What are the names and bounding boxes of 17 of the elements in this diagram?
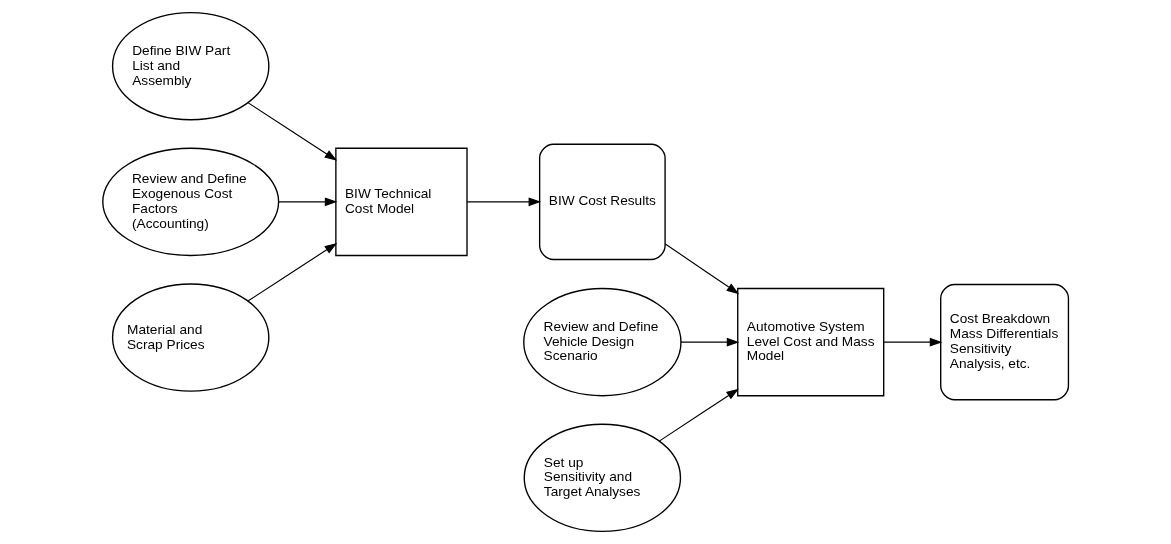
- arrow: [247, 242, 338, 302]
- arrow: [466, 197, 542, 207]
- node-ellipse: Material and Scrap Prices: [111, 283, 270, 392]
- node-ellipse: Set up Sensitivity and Target Analyses: [523, 423, 682, 533]
- arrow: [680, 337, 740, 347]
- node-ellipse: Review and Define Exogenous Cost Factors (Accounting): [102, 147, 280, 257]
- arrow: [278, 197, 338, 207]
- node-box: BIW Cost Results: [538, 143, 666, 261]
- arrow: [664, 243, 740, 295]
- node-box: Cost Breakdown Mass Differentials Sensitivity Analysis, etc.: [940, 283, 1070, 401]
- arrow: [247, 102, 338, 161]
- node-box: BIW Technical Cost Model: [335, 147, 468, 257]
- node-ellipse: Review and Define Vehicle Design Scenario: [523, 287, 682, 397]
- arrow: [883, 337, 943, 347]
- node-ellipse: Define BIW Part List and Assembly: [111, 11, 270, 121]
- node-box: Automotive System Level Cost and Mass Model: [737, 287, 885, 397]
- arrow: [658, 388, 739, 442]
